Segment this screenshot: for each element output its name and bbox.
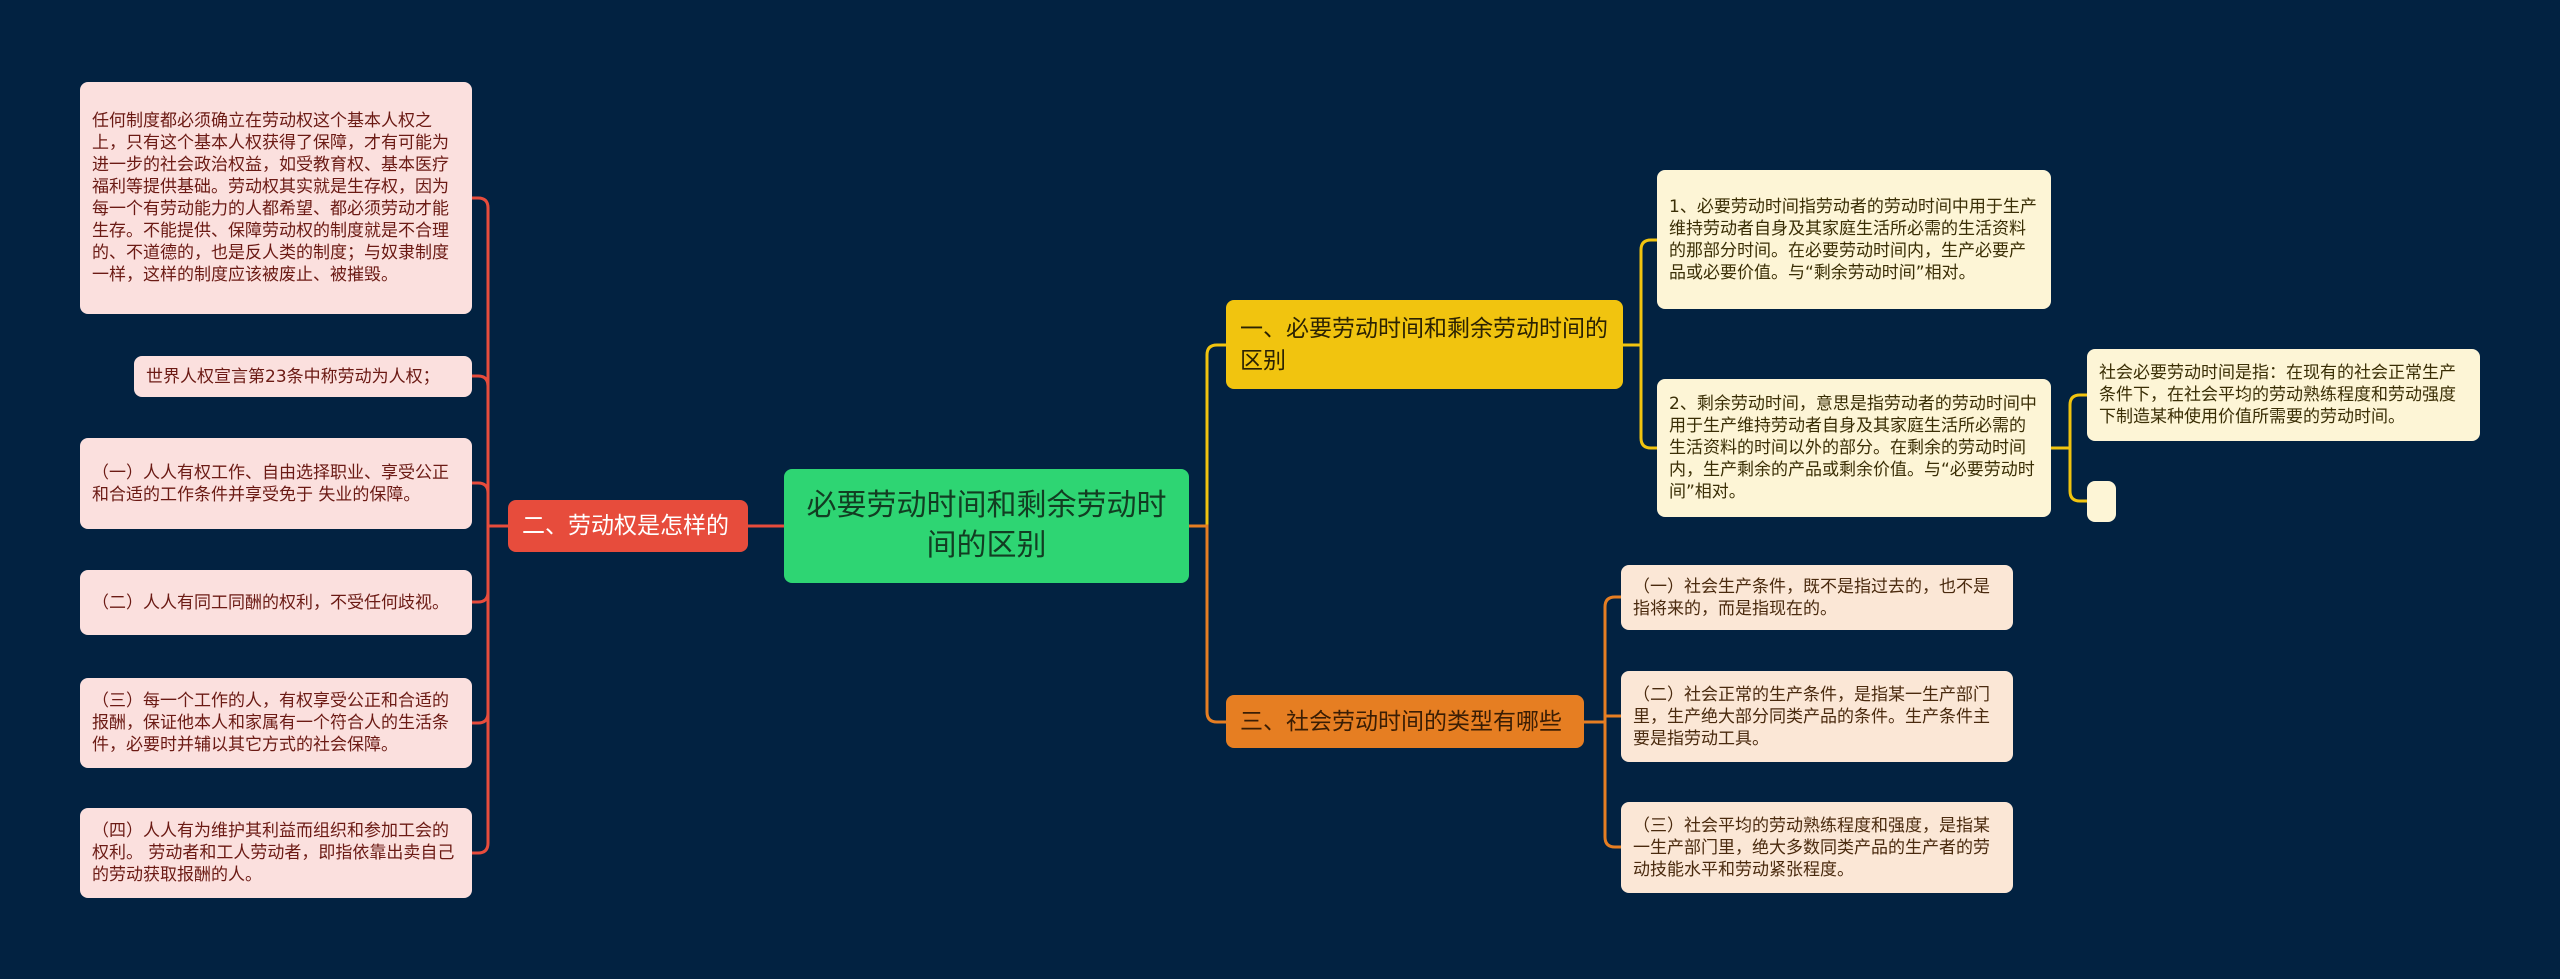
connector-line xyxy=(1584,595,1621,724)
leaf-labor-rights-3[interactable]: （一）人人有权工作、自由选择职业、享受公正和合适的工作条件并享受免于 失业的保障… xyxy=(80,438,472,529)
leaf-socially-necessary-time[interactable]: 社会必要劳动时间是指：在现有的社会正常生产条件下，在社会平均的劳动熟练程度和劳动… xyxy=(2087,349,2480,441)
leaf-empty[interactable] xyxy=(2087,481,2116,522)
branch-labor-time-types[interactable]: 三、社会劳动时间的类型有哪些 xyxy=(1226,695,1584,748)
connector-line xyxy=(2051,393,2087,450)
connector-line xyxy=(472,524,508,855)
connector-line xyxy=(472,481,508,528)
connector-line xyxy=(2051,446,2087,503)
root-topic[interactable]: 必要劳动时间和剩余劳动时间的区别 xyxy=(784,469,1189,583)
connector-line xyxy=(472,196,508,528)
branch-difference[interactable]: 一、必要劳动时间和剩余劳动时间的区别 xyxy=(1226,300,1623,389)
branch-labor-rights[interactable]: 二、劳动权是怎样的 xyxy=(508,500,748,552)
leaf-surplus-labor-time[interactable]: 2、剩余劳动时间，意思是指劳动者的劳动时间中用于生产维持劳动者自身及其家庭生活所… xyxy=(1657,379,2051,517)
connector-line xyxy=(1189,343,1226,528)
leaf-labor-rights-5[interactable]: （三）每一个工作的人，有权享受公正和合适的报酬，保证他本人和家属有一个符合人的生… xyxy=(80,678,472,768)
leaf-labor-rights-2[interactable]: 世界人权宣言第23条中称劳动为人权； xyxy=(134,356,472,397)
leaf-labor-rights-4[interactable]: （二）人人有同工同酬的权利，不受任何歧视。 xyxy=(80,570,472,635)
connector-line xyxy=(1623,238,1657,347)
leaf-labor-rights-6[interactable]: （四）人人有为维护其利益而组织和参加工会的权利。 劳动者和工人劳动者，即指依靠出… xyxy=(80,808,472,898)
connector-line xyxy=(472,524,508,725)
leaf-labor-rights-1[interactable]: 任何制度都必须确立在劳动权这个基本人权之上，只有这个基本人权获得了保障，才有可能… xyxy=(80,82,472,314)
leaf-type-1[interactable]: （一）社会生产条件，既不是指过去的，也不是指将来的，而是指现在的。 xyxy=(1621,565,2013,630)
connector-line xyxy=(1584,720,1621,849)
connector-line xyxy=(472,524,508,604)
connector-line xyxy=(1623,343,1657,450)
connector-line xyxy=(472,374,508,528)
leaf-necessary-labor-time[interactable]: 1、必要劳动时间指劳动者的劳动时间中用于生产维持劳动者自身及其家庭生活所必需的生… xyxy=(1657,170,2051,309)
connector-line xyxy=(1189,524,1226,724)
leaf-type-2[interactable]: （二）社会正常的生产条件，是指某一生产部门里，生产绝大部分同类产品的条件。生产条… xyxy=(1621,671,2013,762)
leaf-type-3[interactable]: （三）社会平均的劳动熟练程度和强度，是指某一生产部门里，绝大多数同类产品的生产者… xyxy=(1621,802,2013,893)
